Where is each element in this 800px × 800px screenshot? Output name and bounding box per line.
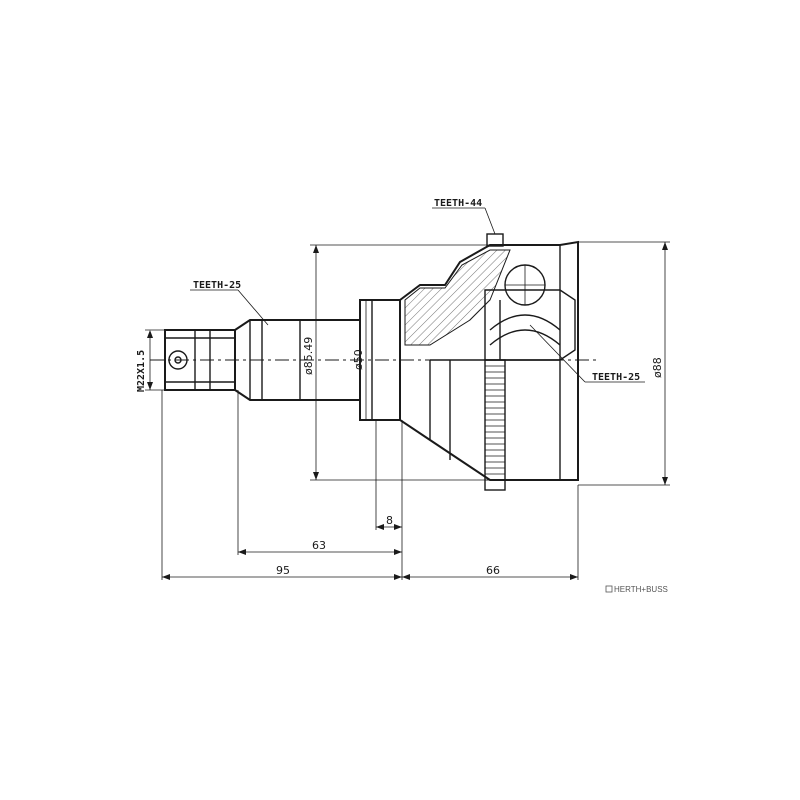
label-thread: M22X1.5 — [136, 350, 147, 392]
abs-ring — [484, 359, 506, 491]
teeth-left-leader — [190, 289, 269, 326]
teeth-right-leader — [529, 324, 645, 383]
threaded-stub — [164, 329, 236, 391]
label-dim-66: 66 — [486, 564, 500, 577]
brand-logo: HERTH+BUSS — [605, 585, 668, 594]
label-dim-95: 95 — [276, 564, 290, 577]
teeth-44-marker — [432, 207, 504, 247]
dimension-lines — [145, 241, 670, 580]
label-teeth-44: TEETH-44 — [434, 198, 482, 209]
label-teeth-right: TEETH-25 — [592, 372, 640, 383]
label-dim-8: 8 — [386, 514, 393, 527]
label-dia-50: ø50 — [352, 349, 365, 370]
brand-text: HERTH+BUSS — [614, 585, 668, 594]
label-dia-88: ø88 — [651, 357, 664, 378]
label-dia-85: ø85.49 — [302, 337, 315, 375]
label-dim-63: 63 — [312, 539, 326, 552]
label-teeth-left: TEETH-25 — [193, 280, 241, 291]
outer-housing — [399, 240, 579, 481]
